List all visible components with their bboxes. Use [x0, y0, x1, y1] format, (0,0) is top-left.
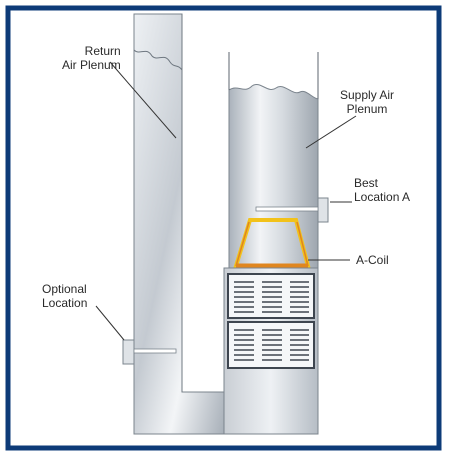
return-air-plenum: [133, 13, 225, 435]
optional-location-label: Optional Location: [42, 282, 87, 310]
optional-location-sensor: [122, 339, 135, 365]
upper-vent-slats: [234, 281, 309, 313]
frame-border: [5, 5, 442, 451]
best-location-sensor: [317, 197, 329, 223]
a-coil-right-outer: [296, 221, 309, 267]
supply-air-label: Supply Air Plenum: [340, 88, 394, 116]
best-location-label-line1: Best: [354, 176, 379, 190]
a-coil-left-outer: [235, 221, 250, 267]
leader-supply-air: [305, 115, 357, 149]
return-air-label-line1: Return: [84, 44, 121, 58]
best-location-probe: [255, 206, 319, 212]
supply-air-label-line2: Plenum: [346, 102, 388, 116]
optional-location-label-line2: Location: [42, 296, 88, 310]
best-location-label-line2: Location A: [354, 190, 411, 204]
leader-return-air: [109, 61, 177, 139]
optional-location-probe: [133, 348, 177, 354]
return-air-label-line2: Air Plenum: [62, 58, 121, 72]
optional-location-label-line1: Optional: [42, 282, 87, 296]
supply-air-label-line1: Supply Air: [340, 88, 395, 102]
best-location-label: Best Location A: [354, 176, 410, 204]
return-torn-edge: [133, 49, 183, 71]
a-coil-label-text: A-Coil: [356, 253, 389, 267]
return-air-label: Return Air Plenum: [62, 44, 121, 72]
lower-vent-slats: [234, 329, 309, 361]
a-coil-label: A-Coil: [356, 253, 389, 267]
leader-optional-location: [95, 305, 125, 341]
